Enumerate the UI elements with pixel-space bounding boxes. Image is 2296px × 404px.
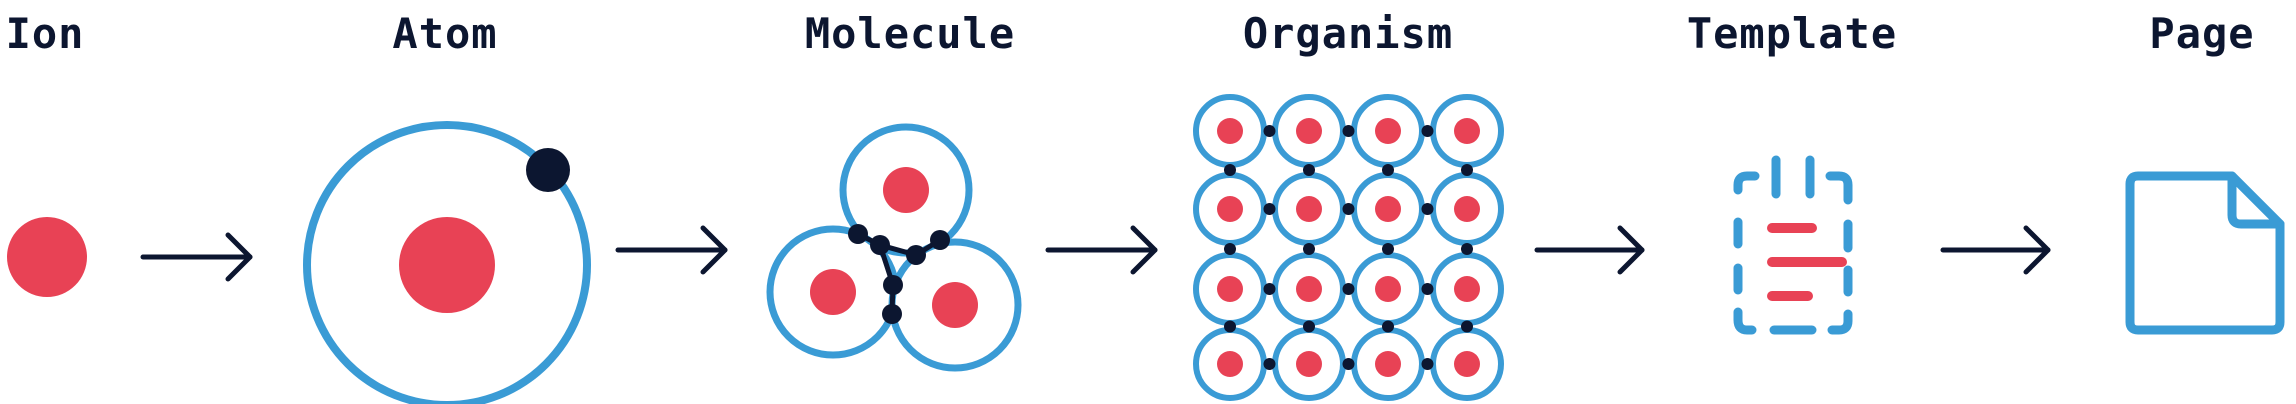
template-document-icon xyxy=(1733,155,1853,335)
connector-dot xyxy=(1263,358,1276,370)
connector-dot xyxy=(1461,320,1473,333)
connector-dot xyxy=(1461,164,1473,176)
connector-dot xyxy=(1263,125,1276,137)
cell-nucleus xyxy=(1296,196,1322,222)
label-molecule: Molecule xyxy=(805,9,1015,58)
connector-dot xyxy=(1421,283,1434,295)
connector-dot xyxy=(1303,320,1315,333)
connector-dot xyxy=(1263,203,1276,215)
arrow-icon xyxy=(1045,225,1158,275)
connector-dot xyxy=(1382,164,1394,176)
label-page: Page xyxy=(2149,9,2254,58)
connector-dot xyxy=(1421,125,1434,137)
connector-dot xyxy=(1342,358,1355,370)
label-organism: Organism xyxy=(1243,9,1453,58)
connector-dot xyxy=(1303,243,1315,255)
connector-dot xyxy=(1224,243,1236,255)
connector-dot xyxy=(1303,164,1315,176)
connector-dot xyxy=(1461,243,1473,255)
label-ion: Ion xyxy=(6,9,85,58)
atom-icon xyxy=(303,121,591,404)
connector-dot xyxy=(1382,320,1394,333)
arrow-icon xyxy=(615,225,728,275)
cell-grid-icon xyxy=(1193,94,1504,401)
connector-dot xyxy=(1421,358,1434,370)
cell-nucleus xyxy=(1375,276,1401,302)
cell-nucleus xyxy=(1217,118,1243,144)
cell-nucleus xyxy=(1454,276,1480,302)
cell-nucleus xyxy=(1375,118,1401,144)
molecule-icon xyxy=(766,123,1022,372)
cell-nucleus xyxy=(1454,118,1480,144)
cell-nucleus xyxy=(1217,351,1243,377)
page-document-icon xyxy=(2125,171,2285,335)
connector-dot xyxy=(1382,243,1394,255)
red-dot-icon xyxy=(7,217,87,297)
label-atom: Atom xyxy=(392,9,497,58)
cell-nucleus xyxy=(1375,196,1401,222)
cell-nucleus xyxy=(1217,196,1243,222)
cell-nucleus xyxy=(1296,276,1322,302)
arrow-icon xyxy=(140,232,253,282)
arrow-icon xyxy=(1534,225,1645,275)
arrow-icon xyxy=(1940,225,2051,275)
cell-nucleus xyxy=(1296,351,1322,377)
connector-dot xyxy=(1342,125,1355,137)
connector-dot xyxy=(1342,203,1355,215)
cell-nucleus xyxy=(1454,196,1480,222)
cell-nucleus xyxy=(1454,351,1480,377)
cell-nucleus xyxy=(1375,351,1401,377)
connector-dot xyxy=(1224,164,1236,176)
connector-dot xyxy=(1224,320,1236,333)
connector-dot xyxy=(1263,283,1276,295)
label-template: Template xyxy=(1687,9,1897,58)
connector-dot xyxy=(1421,203,1434,215)
cell-nucleus xyxy=(1296,118,1322,144)
cell-nucleus xyxy=(1217,276,1243,302)
connector-dot xyxy=(1342,283,1355,295)
